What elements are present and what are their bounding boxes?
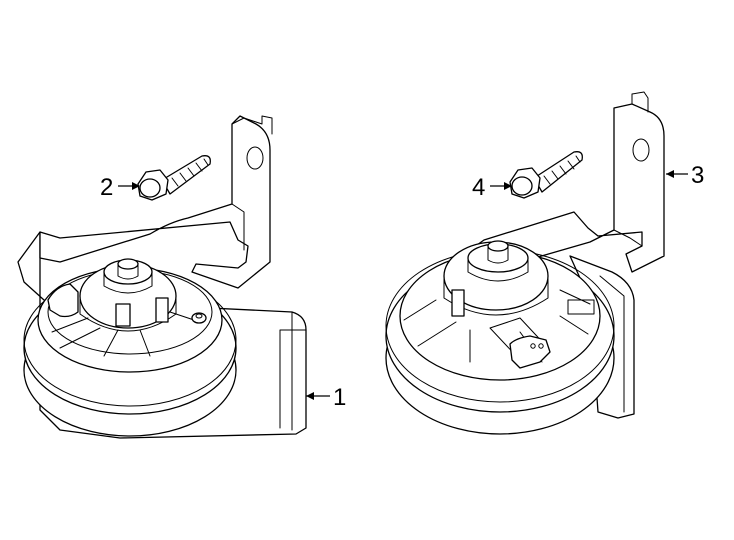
bolt-right (509, 151, 583, 199)
callout-label-3: 3 (691, 162, 704, 189)
callout-1: 1 (306, 384, 346, 411)
horn-right (385, 91, 665, 435)
callout-4: 4 (472, 174, 512, 201)
bolt-left (137, 155, 211, 201)
horn-left (17, 115, 307, 439)
callout-label-2: 2 (100, 174, 113, 201)
callout-2: 2 (100, 174, 140, 201)
callout-3: 3 (666, 162, 704, 189)
callout-label-1: 1 (333, 384, 346, 411)
callout-label-4: 4 (472, 174, 485, 201)
